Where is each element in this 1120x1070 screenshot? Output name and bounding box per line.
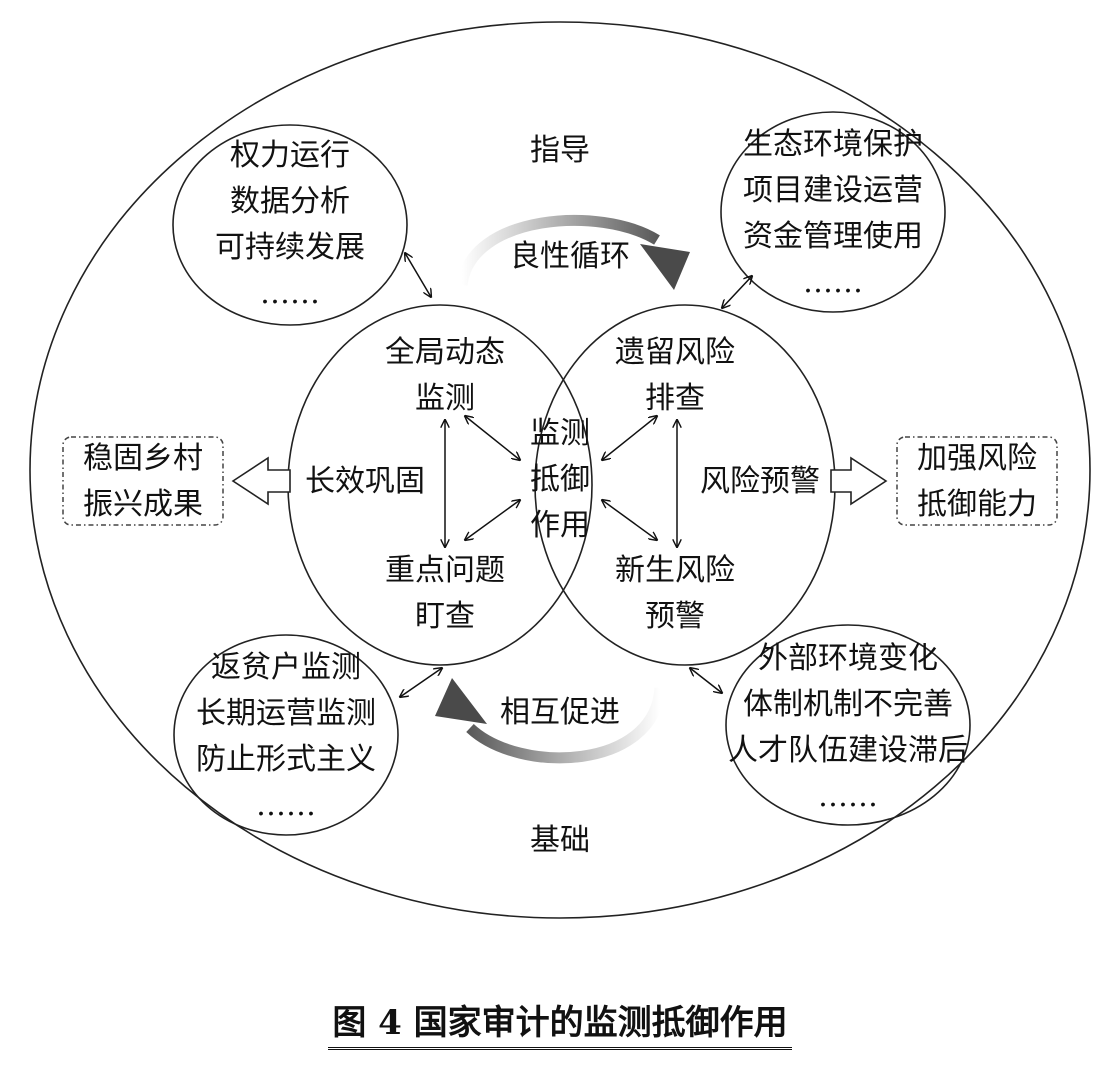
corner-bottom-left-line-3: 防止形式主义 [196,742,376,777]
corner-bottom-left-line-1: 返贫户监测 [211,650,361,685]
outcome-right-line-1: 加强风险 [917,441,1037,476]
cycle-arrow-top-head [640,244,690,290]
cycle-top-label: 良性循环 [510,239,630,274]
left-circle-middle-text: 长效巩固 [305,464,425,499]
corner-top-right-text: 生态环境保护 项目建设运营 资金管理使用 …… [718,122,948,306]
corner-circle-top-right [720,111,946,313]
cycle-arrow-bottom-head [435,678,487,724]
connector-bottom-right [690,668,722,693]
outcome-box-left [62,436,224,526]
left-circle-bottom-line-2: 盯查 [415,599,475,634]
corner-top-right-line-3: 资金管理使用 [743,219,923,254]
corner-top-left-text: 权力运行 数据分析 可持续发展 …… [180,133,400,317]
left-circle-bottom-line-1: 重点问题 [385,553,505,588]
corner-circle-bottom-right [725,624,971,826]
cycle-arrow-bottom [466,687,666,764]
corner-bottom-right-text: 外部环境变化 体制机制不完善 人才队伍建设滞后 …… [723,636,973,820]
hollow-arrow-right [830,456,888,506]
diag-arrow-upper-left [465,416,520,460]
outcome-left-text: 稳固乡村 振兴成果 [63,436,223,528]
right-circle-middle-text: 风险预警 [700,464,820,499]
connector-bottom-left [400,668,442,697]
corner-bottom-left-line-2: 长期运营监测 [196,696,376,731]
outcome-right-text: 加强风险 抵御能力 [897,436,1057,528]
corner-top-right-line-4: …… [803,265,863,300]
right-circle-bottom-line-2: 预警 [645,599,705,634]
corner-top-left-line-1: 权力运行 [230,138,350,173]
corner-top-left-line-3: 可持续发展 [215,230,365,265]
hollow-arrow-left [231,456,291,506]
outer-top-label: 指导 [530,133,590,168]
connector-top-right [722,276,752,308]
right-circle-top-line-2: 排查 [645,381,705,416]
center-line-3: 作用 [530,508,590,543]
diag-arrow-upper-right [602,416,657,460]
corner-top-left-line-4: …… [260,276,320,311]
figure-caption: 图 4 国家审计的监测抵御作用 [0,995,1120,1050]
corner-bottom-right-line-1: 外部环境变化 [758,641,938,676]
corner-bottom-right-line-3: 人才队伍建设滞后 [728,733,968,768]
left-circle-top-line-2: 监测 [415,381,475,416]
corner-top-right-line-2: 项目建设运营 [743,173,923,208]
corner-top-left-line-2: 数据分析 [230,184,350,219]
corner-circle-bottom-left [173,634,399,836]
left-circle-bottom-text: 重点问题 盯查 [370,548,520,640]
outcome-left-line-1: 稳固乡村 [83,441,203,476]
outcome-left-line-2: 振兴成果 [83,487,203,522]
cycle-bottom-label: 相互促进 [500,695,620,730]
corner-top-right-line-1: 生态环境保护 [743,127,923,162]
center-overlap-text: 监测 抵御 作用 [520,411,600,549]
left-circle-top-line-1: 全局动态 [385,335,505,370]
left-circle-top-text: 全局动态 监测 [370,330,520,422]
outer-bottom-label: 基础 [530,823,590,858]
figure-caption-text: 图 4 国家审计的监测抵御作用 [328,995,792,1050]
corner-bottom-left-line-4: …… [256,788,316,823]
corner-bottom-left-text: 返贫户监测 长期运营监测 防止形式主义 …… [176,645,396,829]
center-line-1: 监测 [530,416,590,451]
cycle-arrow-top [456,214,660,287]
outcome-box-right [896,436,1058,526]
right-circle-bottom-text: 新生风险 预警 [600,548,750,640]
center-line-2: 抵御 [530,462,590,497]
outer-ellipse [29,21,1091,919]
right-circle-top-line-1: 遗留风险 [615,335,735,370]
connector-top-left [405,253,431,297]
outcome-right-line-2: 抵御能力 [917,487,1037,522]
right-circle-top-text: 遗留风险 排查 [600,330,750,422]
diag-arrow-lower-left [465,500,520,540]
corner-bottom-right-line-2: 体制机制不完善 [743,687,953,722]
corner-circle-top-left [172,124,408,326]
corner-bottom-right-line-4: …… [818,779,878,814]
diag-arrow-lower-right [602,500,657,540]
right-circle-bottom-line-1: 新生风险 [615,553,735,588]
